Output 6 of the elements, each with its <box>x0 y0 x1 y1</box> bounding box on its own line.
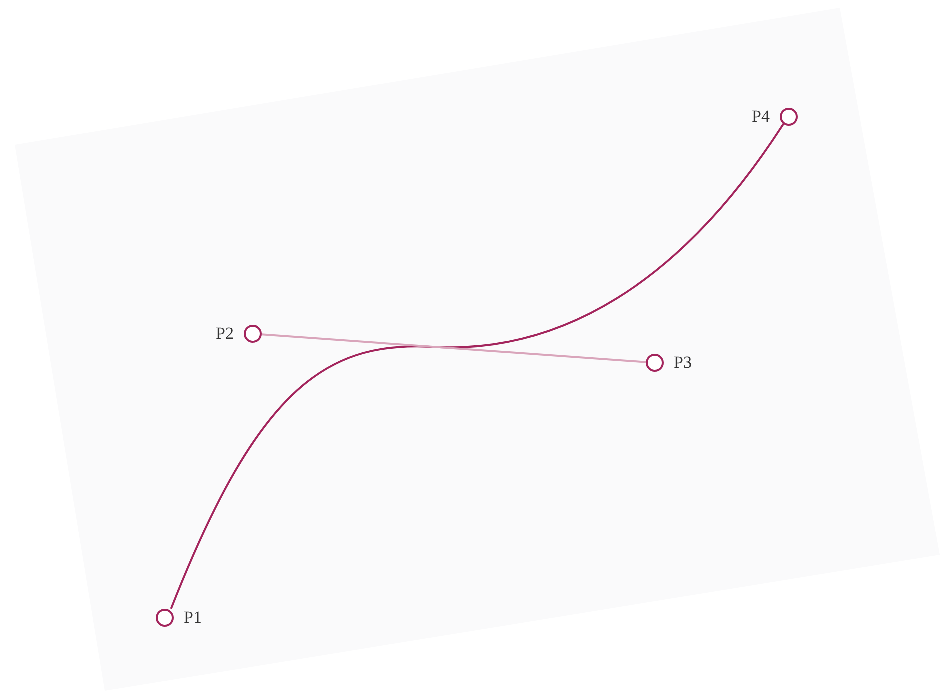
point-label: P4 <box>752 108 770 126</box>
control-line <box>262 334 646 364</box>
point-label: P1 <box>184 609 202 627</box>
point-label: P3 <box>674 354 692 372</box>
bezier-curve <box>170 124 784 610</box>
point-label: P2 <box>216 325 234 343</box>
